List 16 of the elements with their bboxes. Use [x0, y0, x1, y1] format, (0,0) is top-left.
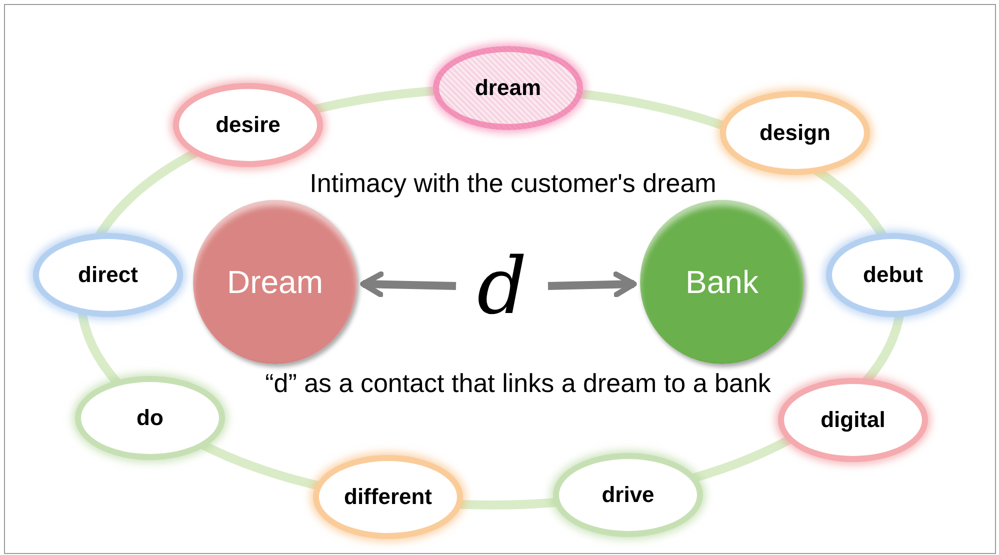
word-oval: direct [33, 233, 183, 317]
concept-ball: Dream [193, 200, 357, 364]
arrow [548, 271, 637, 298]
word-oval: different [313, 455, 463, 539]
script-letter: d [462, 232, 542, 342]
concept-ball: Bank [640, 200, 804, 364]
word-oval: digital [778, 378, 928, 462]
caption-text: Intimacy with the customer's dream [310, 168, 716, 199]
word-oval: desire [173, 83, 323, 167]
word-oval: dream [433, 46, 583, 130]
caption-text: “d” as a contact that links a dream to a bank [265, 368, 771, 399]
word-oval: design [720, 91, 870, 175]
word-oval: drive [553, 453, 703, 537]
word-oval: debut [826, 233, 960, 317]
arrow [360, 271, 456, 298]
word-oval: do [75, 376, 225, 460]
